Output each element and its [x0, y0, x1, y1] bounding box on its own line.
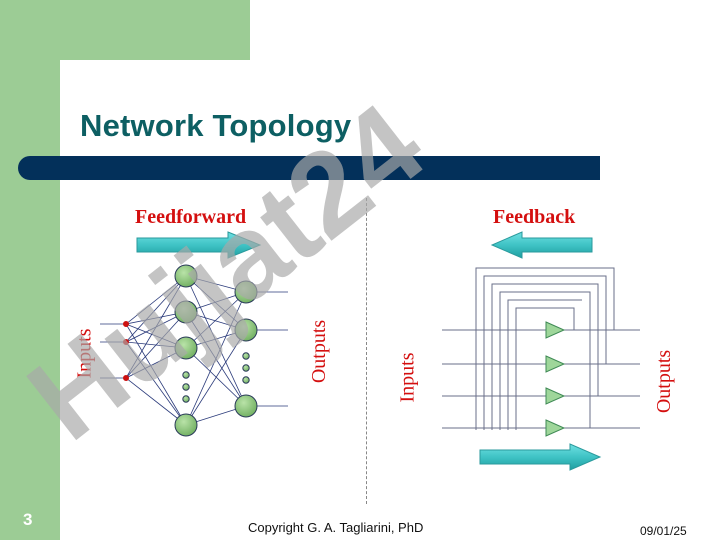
feedback-network [442, 267, 640, 430]
sidebar-green [0, 0, 60, 540]
feedforward-arrow-icon [136, 231, 262, 259]
top-green-block [0, 0, 250, 60]
input-nodes [123, 321, 129, 381]
section-divider [366, 198, 367, 504]
feedback-arrow-icon [490, 231, 593, 259]
slide-number: 3 [23, 510, 33, 529]
feedback-bottom-arrow-icon [479, 443, 602, 471]
slide-date: 09/01/25 [640, 524, 687, 538]
feedforward-heading: Feedforward [135, 206, 247, 228]
output-nodes [234, 280, 258, 418]
feedback-heading: Feedback [493, 206, 576, 228]
copyright-footer: Copyright G. A. Tagliarini, PhD [248, 520, 424, 535]
feedback-neuron-icons [545, 321, 566, 437]
slide-title: Network Topology [80, 108, 352, 143]
title-underline-bar [18, 156, 600, 180]
content-panel [60, 60, 720, 540]
hidden-nodes [174, 264, 198, 437]
